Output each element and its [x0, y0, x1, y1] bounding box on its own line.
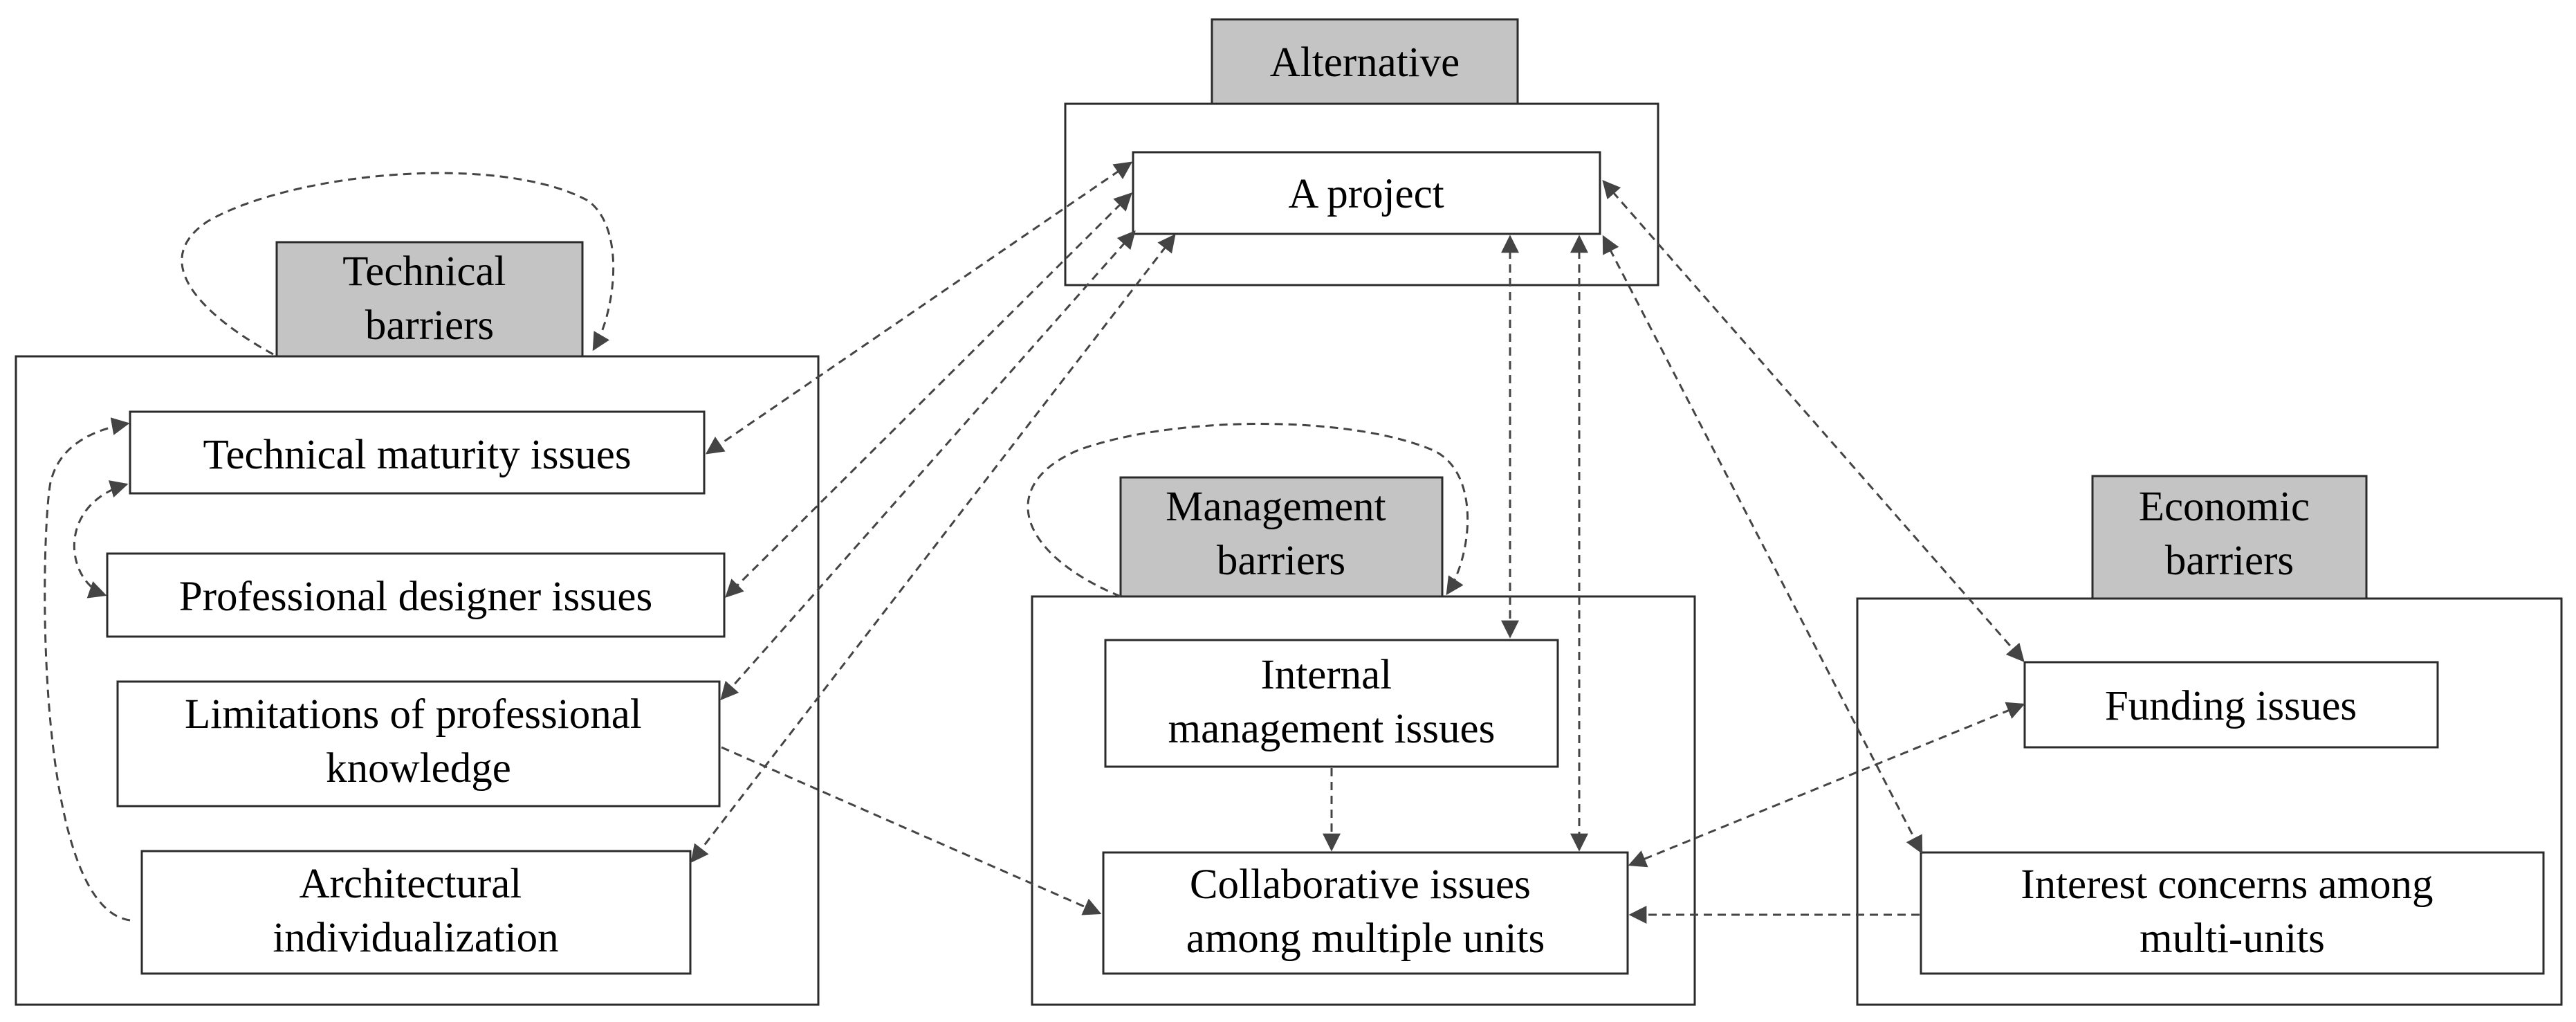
edge-project-interest-concerns [1602, 235, 1923, 855]
loop-management-barriers [1027, 423, 1469, 598]
node-project-label: A project [1288, 171, 1444, 217]
node-collaborative: Collaborative issues among multiple unit… [1102, 851, 1629, 975]
node-professional-designer-label: Professional designer issues [179, 574, 652, 620]
node-technical-maturity: Technical maturity issues [129, 410, 706, 495]
node-interest-concerns-label: Interest concerns among multi-units [2021, 861, 2443, 962]
node-collaborative-label: Collaborative issues among multiple unit… [1186, 861, 1545, 962]
node-technical-maturity-label: Technical maturity issues [203, 432, 631, 478]
node-interest-concerns: Interest concerns among multi-units [1920, 851, 2545, 975]
node-limitations-knowledge: Limitations of professional knowledge [116, 680, 721, 807]
node-funding: Funding issues [2023, 661, 2439, 749]
edge-technical-maturity-professional-designer [73, 480, 129, 599]
edge-architectural-to-technical-maturity [44, 417, 131, 922]
edge-project-funding [1602, 180, 2025, 662]
node-architectural-individualization-label: Architectural individualization [273, 861, 558, 961]
economic-group-tag [2091, 475, 2368, 600]
alternative-group-tag [1211, 18, 1519, 105]
management-group-title: Management barriers [1166, 484, 1397, 584]
node-internal-management: Internal management issues [1104, 639, 1559, 768]
edge-project-architectural-individualization [690, 233, 1176, 864]
node-project: A project [1132, 151, 1601, 235]
loop-technical-barriers [181, 172, 615, 356]
connectors [44, 161, 2025, 924]
technical-group-title: Technical barriers [342, 248, 516, 349]
economic-group-title: Economic barriers [2139, 484, 2321, 584]
node-professional-designer: Professional designer issues [106, 552, 726, 638]
alternative-group-title: Alternative [1270, 39, 1460, 86]
edge-funding-collaborative [1628, 702, 2025, 868]
node-limitations-knowledge-label: Limitations of professional knowledge [185, 691, 652, 792]
node-internal-management-label: Internal management issues [1168, 652, 1496, 752]
node-architectural-individualization: Architectural individualization [140, 850, 692, 975]
technical-group-tag [275, 241, 584, 358]
node-funding-label: Funding issues [2105, 683, 2357, 729]
